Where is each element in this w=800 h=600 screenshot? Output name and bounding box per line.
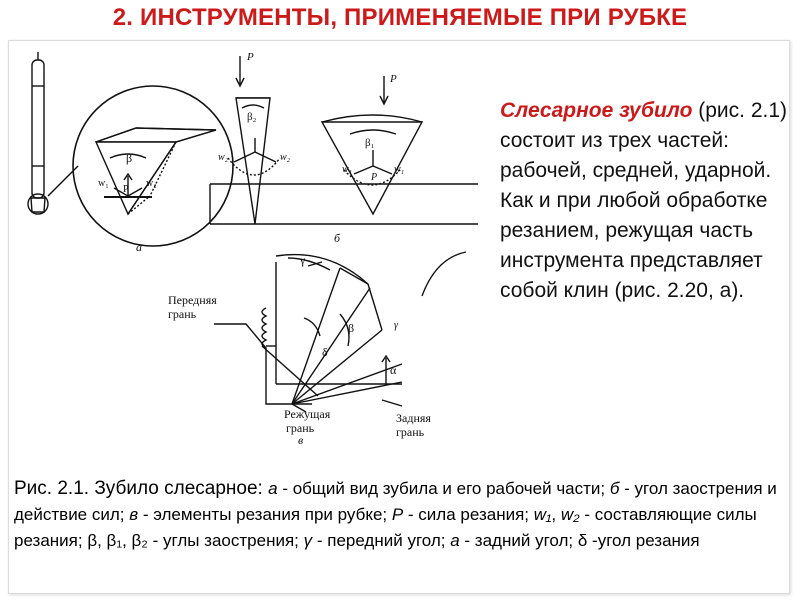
label-b-P3: P (370, 172, 377, 183)
chisel-figure: β w₁ w₂ P а (27, 51, 478, 446)
description-text: Слесарное зубило (рис. 2.1) состоит из т… (500, 96, 795, 306)
panel-b-label: б (334, 231, 341, 245)
caption-c-letter: в (129, 505, 139, 524)
label-b-beta1: β₁ (365, 137, 375, 149)
label-b-w2-left: w₂ (218, 152, 229, 163)
label-c-gamma-small: γ (394, 320, 399, 331)
label-cutting-edge-2: грань (286, 421, 315, 435)
label-front-face-1: Передняя (168, 293, 217, 307)
caption-b-letter: б (609, 479, 620, 498)
caption-a-text: - общий вид зубила и его рабочей части; (277, 479, 610, 498)
label-back-face-1: Задняя (396, 411, 431, 425)
label-a-w1: w₁ (98, 178, 109, 189)
caption-gamma: γ (303, 531, 313, 550)
caption-P-letter: Р (391, 505, 404, 524)
caption-alpha-text: - задний угол; (459, 531, 578, 550)
label-b-w1-right: w₁ (394, 164, 404, 175)
caption-betas-text: - углы заострения; (147, 531, 304, 550)
caption-a-letter: а (268, 479, 278, 498)
caption-title: Рис. 2.1. Зубило слесарное: (14, 478, 269, 499)
caption-alpha: а (450, 531, 460, 550)
panel-c-cutting (214, 251, 467, 413)
caption-b-text: - угол заострения и действие сил; (14, 479, 777, 524)
caption-delta: δ (577, 531, 588, 550)
label-b-w1-left: w₁ (342, 164, 352, 175)
caption-c-text: - элементы резания при рубке; (138, 505, 392, 524)
caption-w2: w₂ (560, 505, 580, 524)
caption-w-text: - составляющие силы резания; (14, 505, 757, 550)
panel-a-chisel-view (27, 52, 234, 247)
label-cutting-edge-1: Режущая (284, 407, 331, 421)
label-c-beta: β (348, 321, 354, 335)
label-b-beta2: β₂ (247, 111, 257, 123)
figure-caption: Рис. 2.1. Зубило слесарное: а - общий ви… (14, 478, 777, 550)
caption-betas: β, β₁, β₂ (87, 531, 148, 550)
label-c-delta: δ (322, 345, 328, 359)
label-front-face-2: грань (168, 307, 197, 321)
panel-c-label: в (298, 433, 303, 446)
slide-title: 2. ИНСТРУМЕНТЫ, ПРИМЕНЯЕМЫЕ ПРИ РУБКЕ (112, 4, 688, 31)
panel-b-forces (209, 56, 478, 225)
caption-gamma-text: - передний угол; (312, 531, 451, 550)
label-c-alpha: α (390, 363, 397, 377)
label-a-w2: w₂ (146, 178, 157, 189)
caption-delta-text: -угол резания (587, 531, 700, 550)
label-b-P2: P (389, 73, 397, 85)
label-b-P1: P (246, 51, 254, 63)
content-frame (8, 40, 790, 594)
label-back-face-2: грань (396, 425, 425, 439)
description-rest: (рис. 2.1) состоит из трех частей: рабоч… (500, 99, 787, 302)
label-a-P: P (123, 184, 129, 195)
label-a-beta: β (126, 151, 132, 165)
caption-w1: w₁ (533, 505, 552, 524)
panel-a-label: а (136, 240, 142, 254)
label-b-w2-right: w₂ (280, 152, 291, 163)
label-c-gamma: γ (299, 253, 306, 267)
caption-P-text: - сила резания; (403, 505, 534, 524)
description-lead: Слесарное зубило (500, 99, 693, 122)
